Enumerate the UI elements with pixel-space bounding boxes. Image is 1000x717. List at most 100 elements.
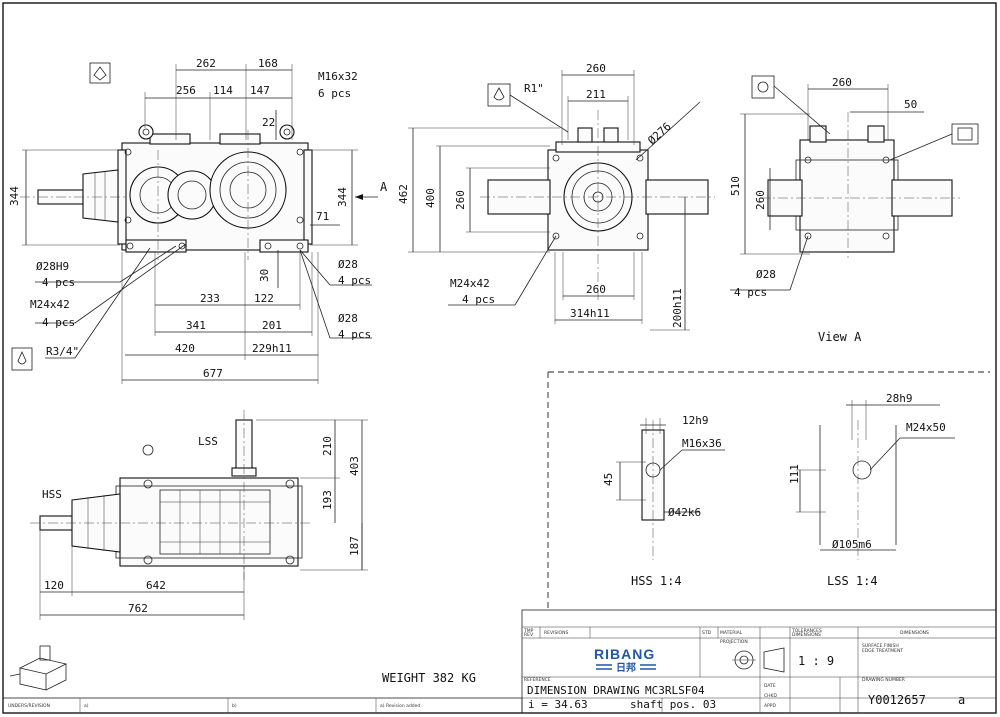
svg-text:TOLERANCES: TOLERANCES	[791, 628, 822, 634]
plan-hss-label: HSS	[42, 488, 62, 501]
dim-256: 256	[176, 84, 196, 97]
hss-detail	[616, 418, 725, 560]
callout-d28-b-qty: 4 pcs	[338, 328, 371, 341]
plan-dim-762: 762	[128, 602, 148, 615]
view-a-callout-qty: 4 pcs	[734, 286, 767, 299]
front-view	[11, 62, 378, 384]
svg-text:EDGE TREATMENT: EDGE TREATMENT	[862, 648, 903, 654]
dim-71: 71	[316, 210, 329, 223]
callout-d28h9-qty: 4 pcs	[42, 276, 75, 289]
svg-text:REFERENCE: REFERENCE	[524, 677, 551, 683]
svg-text:REVISIONS: REVISIONS	[544, 630, 568, 636]
lss-dim-d105m6: Ø105m6	[832, 538, 872, 551]
callout-d28-a-qty: 4 pcs	[338, 274, 371, 287]
isometric-pictogram	[9, 645, 68, 691]
bolt-callout-6pcs: 6 pcs	[318, 87, 351, 100]
brand-logo-cn: 日邦	[616, 661, 636, 674]
detail-frame	[547, 371, 990, 612]
dim-201: 201	[262, 319, 282, 332]
side-dim-260-top: 260	[586, 62, 606, 75]
gear-ratio: i = 34.63	[528, 698, 588, 711]
svg-text:SURFACE FINISH: SURFACE FINISH	[862, 643, 899, 649]
svg-text:MATERIAL: MATERIAL	[720, 630, 743, 636]
dim-262: 262	[196, 57, 216, 70]
lss-detail	[796, 400, 955, 560]
callout-drain-r34: R3/4"	[46, 345, 79, 358]
svg-text:TMP: TMP	[523, 628, 534, 634]
callout-d28-b: Ø28	[338, 312, 358, 325]
dim-height-344-left: 344	[8, 186, 21, 206]
plan-dim-642: 642	[146, 579, 166, 592]
dim-677: 677	[203, 367, 223, 380]
plan-view	[30, 410, 368, 620]
hss-caption: HSS 1:4	[631, 574, 682, 588]
plan-dim-193: 193	[321, 490, 334, 510]
lss-dim-111: 111	[788, 464, 801, 484]
dim-122: 122	[254, 292, 274, 305]
view-a-dim-260: 260	[832, 76, 852, 89]
side-dim-211: 211	[586, 88, 606, 101]
dim-height-344-right: 344	[336, 187, 349, 207]
bolt-callout-m16x32: M16x32	[318, 70, 358, 83]
side-dim-260-bottom: 260	[586, 283, 606, 296]
drawing-number: Y0012657	[868, 693, 926, 707]
hss-dim-12h9: 12h9	[682, 414, 709, 427]
revision-letter: a	[958, 693, 965, 707]
side-bolt-qty: 4 pcs	[462, 293, 495, 306]
drain-symbol	[11, 347, 33, 371]
svg-text:APPD: APPD	[764, 703, 777, 709]
plan-dim-120: 120	[44, 579, 64, 592]
callout-m24x42-qty: 4 pcs	[42, 316, 75, 329]
dim-30: 30	[258, 269, 271, 282]
dim-229h11: 229h11	[252, 342, 292, 355]
weight-label: WEIGHT 382 KG	[382, 671, 476, 685]
svg-text:CHKD: CHKD	[764, 693, 777, 699]
plan-lss-label: LSS	[198, 435, 218, 448]
dim-233: 233	[200, 292, 220, 305]
hss-dim-45: 45	[602, 473, 615, 486]
view-a	[730, 75, 979, 291]
drawing-title: DIMENSION DRAWING	[527, 684, 640, 697]
callout-d28h9: Ø28H9	[36, 260, 69, 273]
side-view	[408, 70, 715, 331]
svg-text:REV: REV	[524, 632, 534, 638]
plan-dim-187: 187	[348, 536, 361, 556]
dim-114: 114	[213, 84, 233, 97]
brand-logo: RIBANG	[594, 646, 655, 662]
dim-168: 168	[258, 57, 278, 70]
dim-420: 420	[175, 342, 195, 355]
svg-text:DRAWING NUMBER: DRAWING NUMBER	[862, 677, 905, 683]
title-block: TMP REV REVISIONS STD MATERIAL TOLERANCE…	[521, 609, 997, 714]
view-a-dim-50: 50	[904, 98, 917, 111]
svg-text:a) Revision added: a) Revision added	[380, 703, 420, 709]
lss-dim-m24x50: M24x50	[906, 421, 946, 434]
lss-caption: LSS 1:4	[827, 574, 878, 588]
revision-label: UNDERS/REVISION	[8, 703, 50, 709]
side-dim-260-h: 260	[454, 190, 467, 210]
callout-m24x42: M24x42	[30, 298, 70, 311]
svg-text:DIMENSIONS: DIMENSIONS	[900, 630, 929, 636]
view-a-dim-260-h: 260	[754, 190, 767, 210]
side-dim-462: 462	[397, 184, 410, 204]
lss-dim-28h9: 28h9	[886, 392, 913, 405]
revision-col-a: a)	[84, 703, 89, 709]
side-fill-callout: R1"	[524, 82, 544, 95]
svg-text:STD: STD	[702, 630, 712, 636]
model-number: MC3RLSF04	[645, 684, 705, 697]
svg-text:DIMENSIONS: DIMENSIONS	[792, 632, 821, 638]
view-a-callout-d28: Ø28	[756, 268, 776, 281]
hss-dim-d42k6: Ø42k6	[668, 506, 701, 519]
dim-22: 22	[262, 116, 275, 129]
hss-dim-m16x36: M16x36	[682, 437, 722, 450]
view-arrow-label: A	[380, 180, 388, 194]
side-bolt-callout: M24x42	[450, 277, 490, 290]
revision-col-b: b)	[232, 703, 237, 709]
view-a-caption: View A	[818, 330, 862, 344]
shaft-position: shaft pos. 03	[630, 698, 716, 711]
view-a-dim-510: 510	[729, 176, 742, 196]
dim-341: 341	[186, 319, 206, 332]
svg-text:PROJECTION: PROJECTION	[720, 639, 748, 645]
plan-dim-403: 403	[348, 456, 361, 476]
scale-value: 1 : 9	[798, 654, 834, 668]
